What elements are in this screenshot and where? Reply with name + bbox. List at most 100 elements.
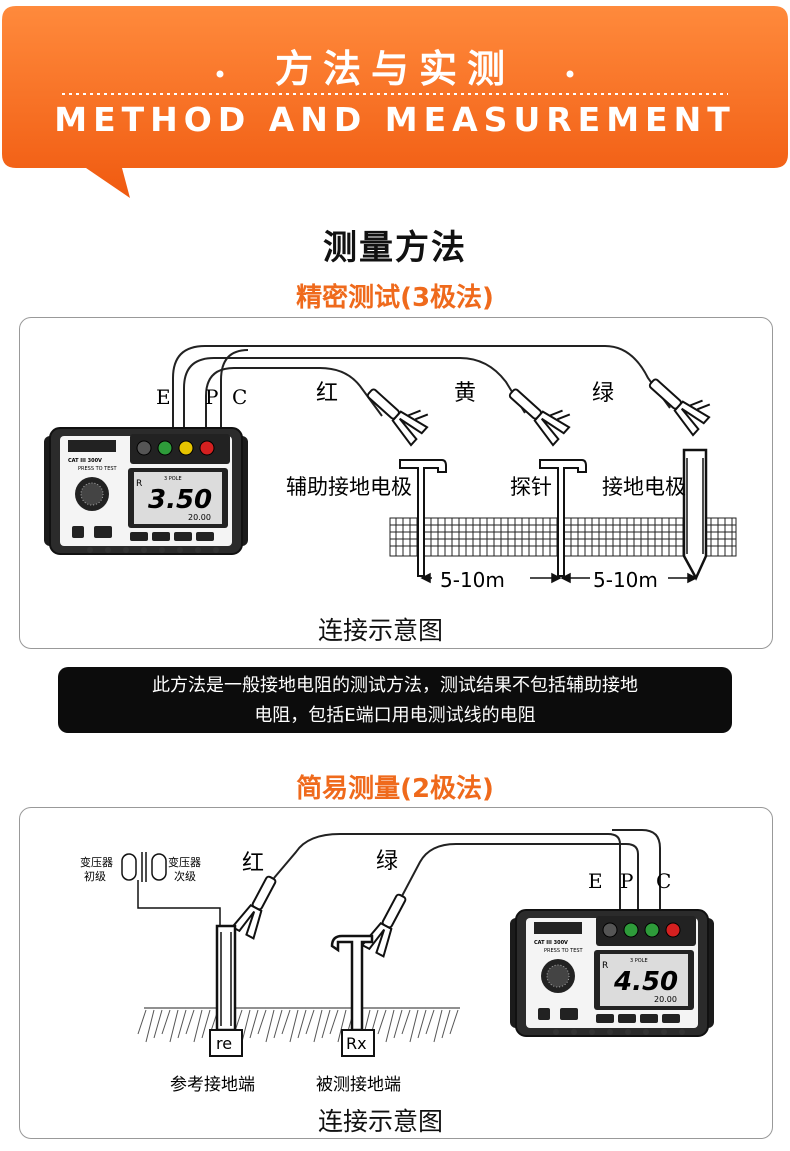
ground-label-reference: 参考接地端 [170, 1075, 255, 1095]
transformer-icon [121, 852, 221, 926]
method2-diagram-panel: 变压器 初级 变压器 次级 [19, 807, 773, 1139]
meter-pole: 3 POLE [164, 476, 182, 482]
wire-color-red-2: 红 [242, 851, 264, 876]
ground-hatch-line [449, 1009, 459, 1035]
meter-cat-label: CAT III 300V [68, 458, 102, 464]
ground-hatch-line [417, 1009, 427, 1039]
ground-hatch-line [169, 1009, 179, 1043]
method2-diagram: 变压器 初级 变压器 次级 [80, 829, 714, 1095]
distance-label-1: 5-10m [440, 568, 505, 592]
ground-hatch-line [441, 1009, 451, 1039]
alligator-clip-red [230, 875, 277, 940]
ground-hatch-line [241, 1009, 251, 1043]
ground-hatch-line [433, 1009, 443, 1043]
ground-label-under-test: 被测接地端 [316, 1075, 401, 1095]
ground-hatch-line [185, 1009, 195, 1035]
wire-color-red: 红 [316, 381, 338, 406]
probe-electrode [539, 459, 587, 577]
note-line-2: 电阻，包括E端口用电测试线的电阻 [254, 705, 536, 726]
wire-color-yellow: 黄 [454, 381, 476, 406]
banner-dot-left [216, 70, 224, 78]
method1-title: 精密测试(3极法) [296, 283, 494, 313]
ground-hatch-line [385, 1009, 395, 1043]
test-leads-2 [273, 829, 661, 920]
label-probe: 探针 [510, 475, 552, 499]
test-leads [172, 345, 671, 456]
ground-hatch-line [305, 1009, 315, 1035]
label-aux-electrode: 辅助接地电极 [286, 475, 412, 499]
meter-power-icon-2 [538, 1008, 550, 1020]
ground-hatch-line [137, 1009, 147, 1035]
transformer-secondary-2: 次级 [174, 869, 196, 883]
distance-label-2: 5-10m [593, 568, 658, 592]
method1-diagram: 5-10m 5-10m E P C 红 黄 绿 辅助接地电极 探针 接地电极 C… [44, 345, 737, 592]
rx-label: Rx [346, 1034, 367, 1053]
ground-under-test-electrode [330, 934, 374, 1032]
banner-subtitle: METHOD AND MEASUREMENT [54, 100, 736, 139]
meter-mode-2: R [602, 961, 608, 971]
reference-ground-electrode [215, 924, 237, 1032]
method1-diagram-panel: 5-10m 5-10m E P C 红 黄 绿 辅助接地电极 探针 接地电极 C… [19, 317, 773, 649]
ground-hatch-line [249, 1009, 259, 1039]
meter-mode: R [136, 479, 142, 489]
ground-resistance-meter-2: CAT III 300V PRESS TO TEST R 3 POLE 4.50… [510, 909, 714, 1037]
banner-title: 方法与实测 [274, 47, 515, 91]
banner-shape [2, 6, 788, 198]
ground-hatch-line [321, 1009, 331, 1039]
ground-hatch-line [177, 1009, 187, 1039]
section-title: 测量方法 [323, 228, 467, 268]
ground-hatch-line [289, 1009, 299, 1043]
meter-reading: 3.50 [148, 485, 212, 515]
ground-hatch-line [377, 1009, 387, 1035]
header-banner [2, 6, 788, 198]
ground-hatch-line [337, 1009, 347, 1043]
meter-pole-2: 3 POLE [630, 958, 648, 964]
terminal-p-jack [178, 440, 194, 456]
transformer-secondary-1: 变压器 [168, 855, 201, 869]
ground-electrode-under-test [682, 448, 708, 581]
ground-hatch-line [409, 1009, 419, 1043]
wire-color-green-2: 绿 [376, 849, 398, 874]
ground-resistance-meter: CAT III 300V PRESS TO TEST R 3 POLE 3.50… [44, 427, 248, 555]
ground-hatch-line [265, 1009, 275, 1043]
ground-hatch-line [161, 1009, 171, 1035]
note-line-1: 此方法是一般接地电阻的测试方法，测试结果不包括辅助接地 [152, 675, 638, 696]
alligator-clip-green [648, 378, 711, 437]
method2-title: 简易测量(2极法) [296, 774, 494, 804]
ground-hatch-line [313, 1009, 323, 1043]
ground-hatch-line [257, 1009, 267, 1035]
ground-hatch-line [153, 1009, 163, 1039]
alligator-clip-yellow [508, 388, 571, 447]
transformer-primary-1: 变压器 [80, 855, 113, 869]
ground-hatch-line [201, 1009, 211, 1039]
ground-hatch-line [297, 1009, 307, 1039]
meter-range: 20.00 [188, 513, 211, 522]
ground-hatch-line [393, 1009, 403, 1039]
alligator-clip-green [360, 893, 407, 958]
terminal-e-jack-2 [623, 922, 639, 938]
method1-caption: 连接示意图 [318, 616, 444, 645]
terminal-label-p-2: P [620, 869, 633, 893]
meter-power-icon [72, 526, 84, 538]
alligator-clip-red [366, 388, 429, 447]
method-note: 此方法是一般接地电阻的测试方法，测试结果不包括辅助接地 电阻，包括E端口用电测试… [58, 667, 732, 733]
ground-hatch-line [425, 1009, 435, 1035]
terminal-label-c: C [232, 385, 247, 409]
terminal-label-p: P [205, 385, 218, 409]
ground-hatch-line [401, 1009, 411, 1035]
terminal-label-e: E [156, 385, 171, 409]
terminal-label-c-2: C [656, 869, 671, 893]
method2-caption: 连接示意图 [318, 1107, 444, 1136]
terminal-c-jack-2 [665, 922, 681, 938]
ground-hatch-line [273, 1009, 283, 1039]
terminal-p-jack-2 [644, 922, 660, 938]
ground-hatch-line [193, 1009, 203, 1043]
ground-hatch-line [281, 1009, 291, 1035]
auxiliary-ground-electrode [399, 459, 447, 577]
ground-hatch-line [145, 1009, 155, 1043]
terminal-label-e-2: E [588, 869, 603, 893]
rx-box [341, 1029, 375, 1057]
wire-color-green: 绿 [592, 381, 614, 406]
meter-range-2: 20.00 [654, 995, 677, 1004]
meter-cat-label-2: CAT III 300V [534, 940, 568, 946]
